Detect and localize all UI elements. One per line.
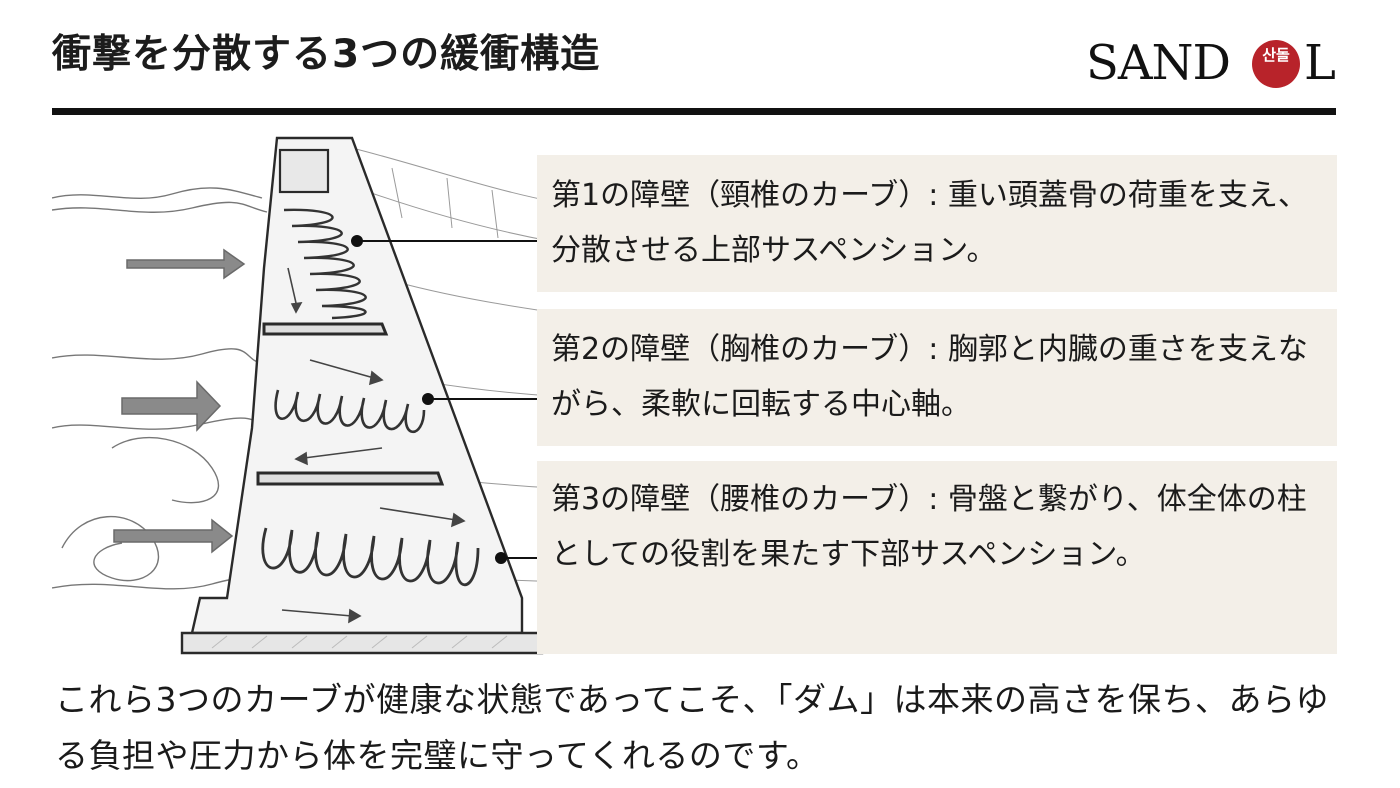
callout-lumbar-barrier: 第3の障壁（腰椎のカーブ）: 骨盤と繋がり、体全体の柱としての役割を果たす下部サ…: [537, 461, 1337, 654]
dam-body: [192, 138, 522, 633]
callout-thoracic-barrier: 第2の障壁（胸椎のカーブ）: 胸郭と内臓の重さを支えながら、柔軟に回転する中心軸…: [537, 309, 1337, 446]
brand-logo: SAND 산돌 L: [1086, 34, 1336, 92]
dam-spring-illustration: [52, 128, 612, 673]
logo-text-left: SAND: [1086, 34, 1230, 92]
wave-arrows: [114, 250, 244, 552]
dam-tower: [280, 150, 328, 192]
dam-base: [182, 633, 542, 653]
logo-seal: 산돌: [1252, 40, 1300, 88]
header-divider: [52, 108, 1336, 115]
summary-text: これら3つのカーブが健康な状態であってこそ、「ダム」は本来の高さを保ち、あらゆる…: [55, 672, 1345, 784]
logo-text-right: L: [1304, 34, 1335, 92]
page-title: 衝撃を分散する3つの緩衝構造: [52, 32, 772, 79]
callout-cervical-barrier: 第1の障壁（頸椎のカーブ）: 重い頭蓋骨の荷重を支え、分散させる上部サスペンショ…: [537, 155, 1337, 292]
